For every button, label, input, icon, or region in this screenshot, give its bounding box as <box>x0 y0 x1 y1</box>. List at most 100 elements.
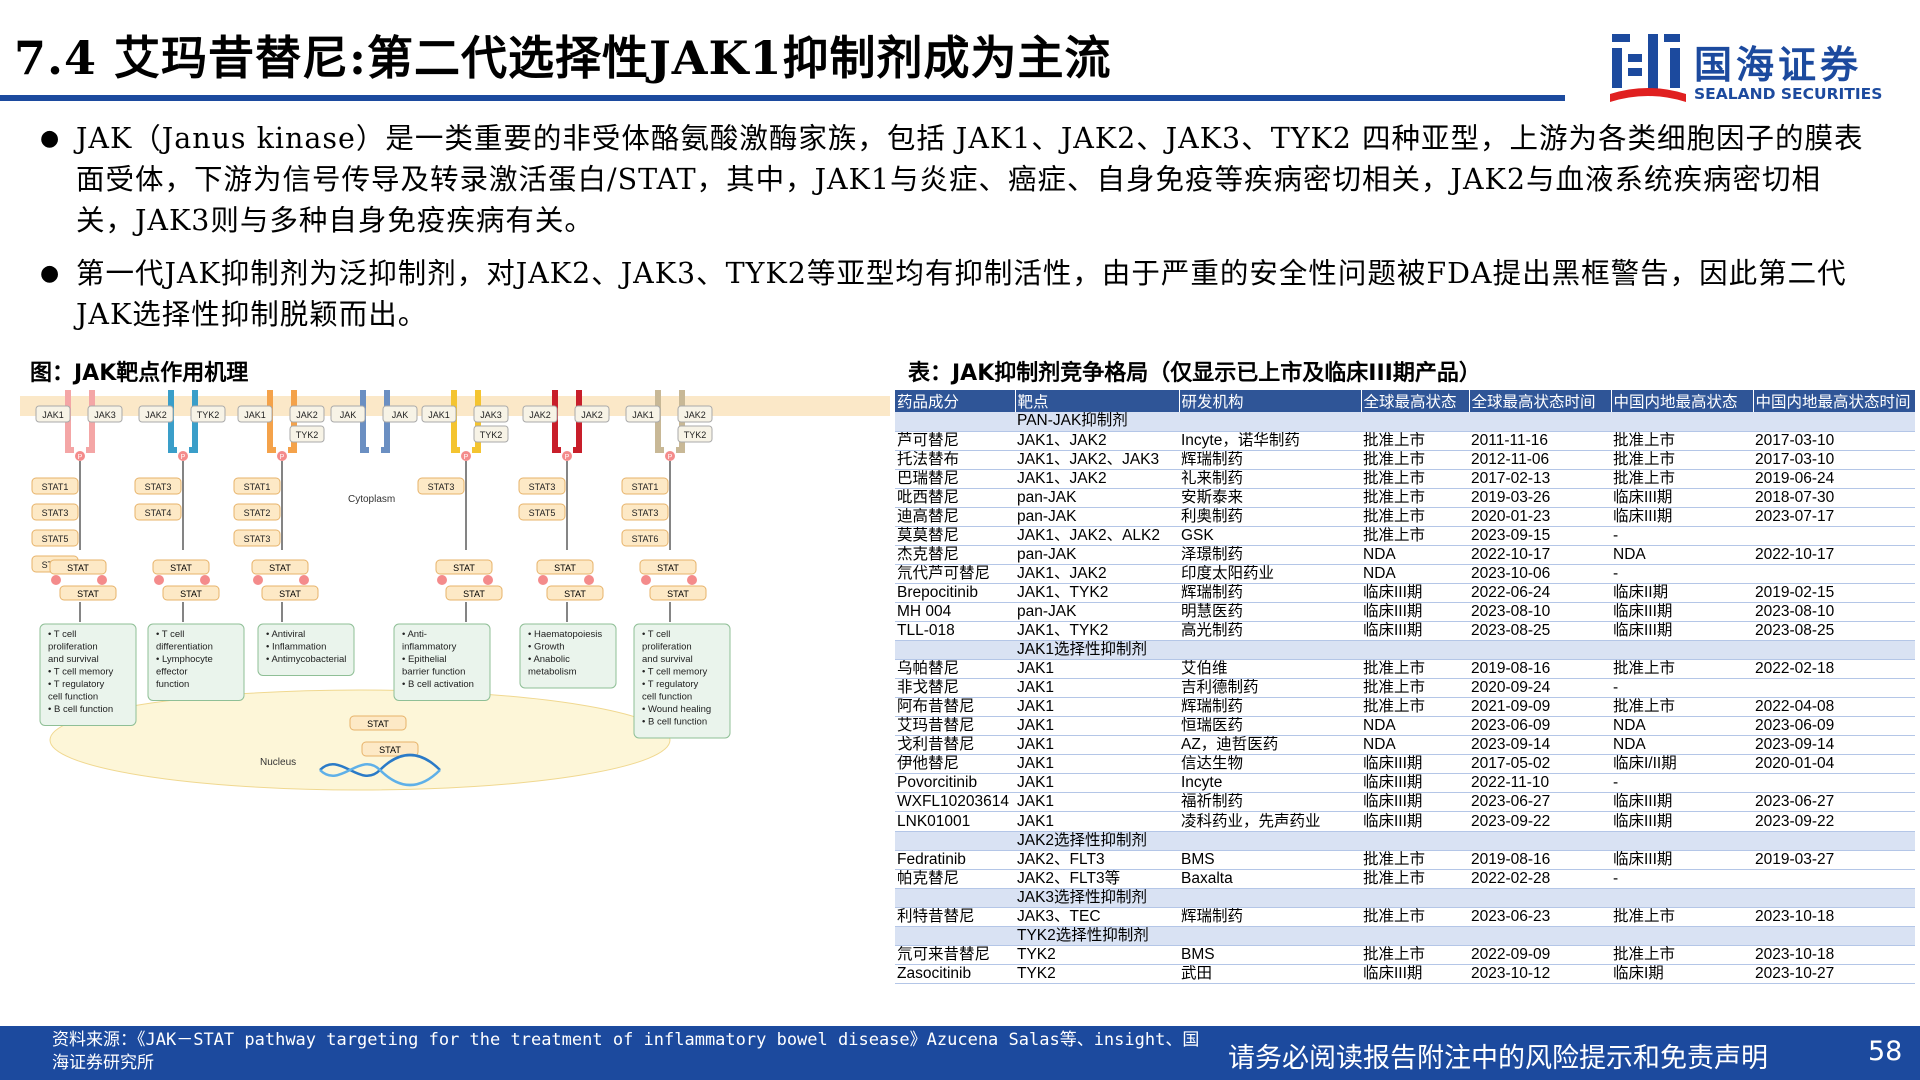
table-cell <box>1753 678 1915 699</box>
table-cell: 批准上市 <box>1361 507 1469 527</box>
table-cell: 2022-06-24 <box>1469 583 1611 603</box>
table-cell: 临床III期 <box>1611 621 1753 642</box>
table-cell: 辉瑞制药 <box>1179 583 1361 603</box>
table-cell: 高光制药 <box>1179 621 1361 642</box>
stat-dimer-label: STAT <box>269 563 291 573</box>
table-cell: 临床III期 <box>1361 792 1469 813</box>
table-cell: 伊他替尼 <box>895 754 1015 775</box>
table-header-cell: 全球最高状态 <box>1361 390 1470 412</box>
table-cell: 2022-10-17 <box>1753 545 1915 565</box>
jak-kinase-badge <box>35 405 71 423</box>
table-group-row: JAK3选择性抑制剂 <box>895 888 1915 908</box>
jak-kinase-label: JAK2 <box>296 410 318 420</box>
stat-protein-badge <box>233 477 281 495</box>
stat-dimer-label: STAT <box>657 563 679 573</box>
table-cell: JAK1 <box>1015 716 1179 737</box>
table-group-label: PAN-JAK抑制剂 <box>1015 412 1915 432</box>
jak-kinase-badge <box>382 405 418 423</box>
stat-protein-label: STAT4 <box>145 508 172 518</box>
table-group-row: PAN-JAK抑制剂 <box>895 412 1915 432</box>
table-cell: 2019-03-27 <box>1753 850 1915 870</box>
phosphate-icon <box>200 575 210 585</box>
stat-dimer-bottom <box>649 585 707 601</box>
table-cell: 艾玛昔替尼 <box>895 716 1015 737</box>
function-text: inflammatory <box>402 642 457 653</box>
receptor-chain-icon <box>267 390 297 432</box>
table-cell: 批准上市 <box>1361 450 1469 470</box>
table-cell: JAK1 <box>1015 754 1179 775</box>
function-box <box>633 623 731 739</box>
table-cell: 艾伯维 <box>1179 659 1361 680</box>
table-cell: JAK2、FLT3等 <box>1015 869 1179 889</box>
jak-kinase-label: TYK2 <box>197 410 220 420</box>
function-text: proliferation <box>642 642 692 653</box>
company-logo: 国海证券 SEALAND SECURITIES <box>1608 30 1888 110</box>
table-cell: 2023-10-12 <box>1469 964 1611 984</box>
stat-dimer-bottom <box>546 585 604 601</box>
table-cell: 2023-10-27 <box>1753 964 1915 984</box>
table-cell: 氘可来昔替尼 <box>895 945 1015 965</box>
stat-dimer-bottom <box>162 585 220 601</box>
nuclear-stat-bottom <box>361 741 419 757</box>
table-group-label: TYK2选择性抑制剂 <box>1015 926 1915 946</box>
table-cell <box>895 888 1015 908</box>
function-text: and survival <box>48 654 99 665</box>
stat-protein-label: STAT1 <box>42 482 69 492</box>
table-cell: 临床III期 <box>1361 964 1469 984</box>
table-cell: Baxalta <box>1179 869 1361 889</box>
jak-kinase-badge <box>473 405 509 423</box>
phosphate-icon <box>154 575 164 585</box>
jak-kinase-label: JAK2 <box>145 410 167 420</box>
table-cell: 帕克替尼 <box>895 869 1015 889</box>
table-cell: 托法替布 <box>895 450 1015 470</box>
table-cell: 氘代芦可替尼 <box>895 564 1015 584</box>
table-cell: JAK1、JAK2、JAK3 <box>1015 450 1179 470</box>
table-cell: 批准上市 <box>1611 659 1753 680</box>
phosphate-icon <box>178 451 188 461</box>
footer-bar: 资料来源：《JAK－STAT pathway targeting for the… <box>0 1026 1920 1080</box>
jak-kinase-badge <box>190 405 226 423</box>
table-cell: 2023-06-27 <box>1753 792 1915 813</box>
table-cell: JAK1 <box>1015 659 1179 680</box>
receptor-tail-icon <box>552 432 582 453</box>
function-text: • T cell <box>642 629 670 640</box>
table-group-row: JAK1选择性抑制剂 <box>895 640 1915 661</box>
sealand-logo-icon <box>1610 34 1686 102</box>
phosphate-label: P <box>181 454 186 461</box>
table-cell: 2017-03-10 <box>1753 450 1915 470</box>
jak-kinase-badge <box>289 405 325 423</box>
table-cell: 利特昔替尼 <box>895 907 1015 927</box>
table-cell: 2023-10-18 <box>1753 907 1915 927</box>
table-cell: 2023-08-25 <box>1469 621 1611 642</box>
table-cell: 批准上市 <box>1611 431 1753 451</box>
table-cell: 批准上市 <box>1361 659 1469 680</box>
phosphate-label: P <box>565 454 570 461</box>
jak-kinase-badge <box>421 405 457 423</box>
function-text: metabolism <box>528 667 577 678</box>
stat-protein-label: STAT3 <box>42 508 69 518</box>
function-text: • B cell function <box>48 704 113 715</box>
phosphate-label: P <box>78 454 83 461</box>
phosphate-icon <box>641 575 651 585</box>
function-text: • Wound healing <box>642 704 711 715</box>
table-cell: 吉利德制药 <box>1179 678 1361 699</box>
table-cell: 2022-02-18 <box>1753 659 1915 680</box>
function-box <box>257 623 355 676</box>
table-cell: 2023-10-18 <box>1753 945 1915 965</box>
table-cell: 批准上市 <box>1361 850 1469 870</box>
stat-dimer-label: STAT <box>77 589 99 599</box>
jak-kinase-label: JAK3 <box>480 410 502 420</box>
table-cell: JAK2、FLT3 <box>1015 850 1179 870</box>
phosphate-icon <box>483 575 493 585</box>
table-header-row: 药品成分靶点研发机构全球最高状态全球最高状态时间中国内地最高状态中国内地最高状态… <box>895 390 1916 412</box>
table-cell: 2023-06-09 <box>1469 716 1611 737</box>
stat-protein-badge <box>233 529 281 547</box>
bullet-dot-icon: ● <box>40 126 61 151</box>
stat-protein-badge <box>621 503 669 521</box>
